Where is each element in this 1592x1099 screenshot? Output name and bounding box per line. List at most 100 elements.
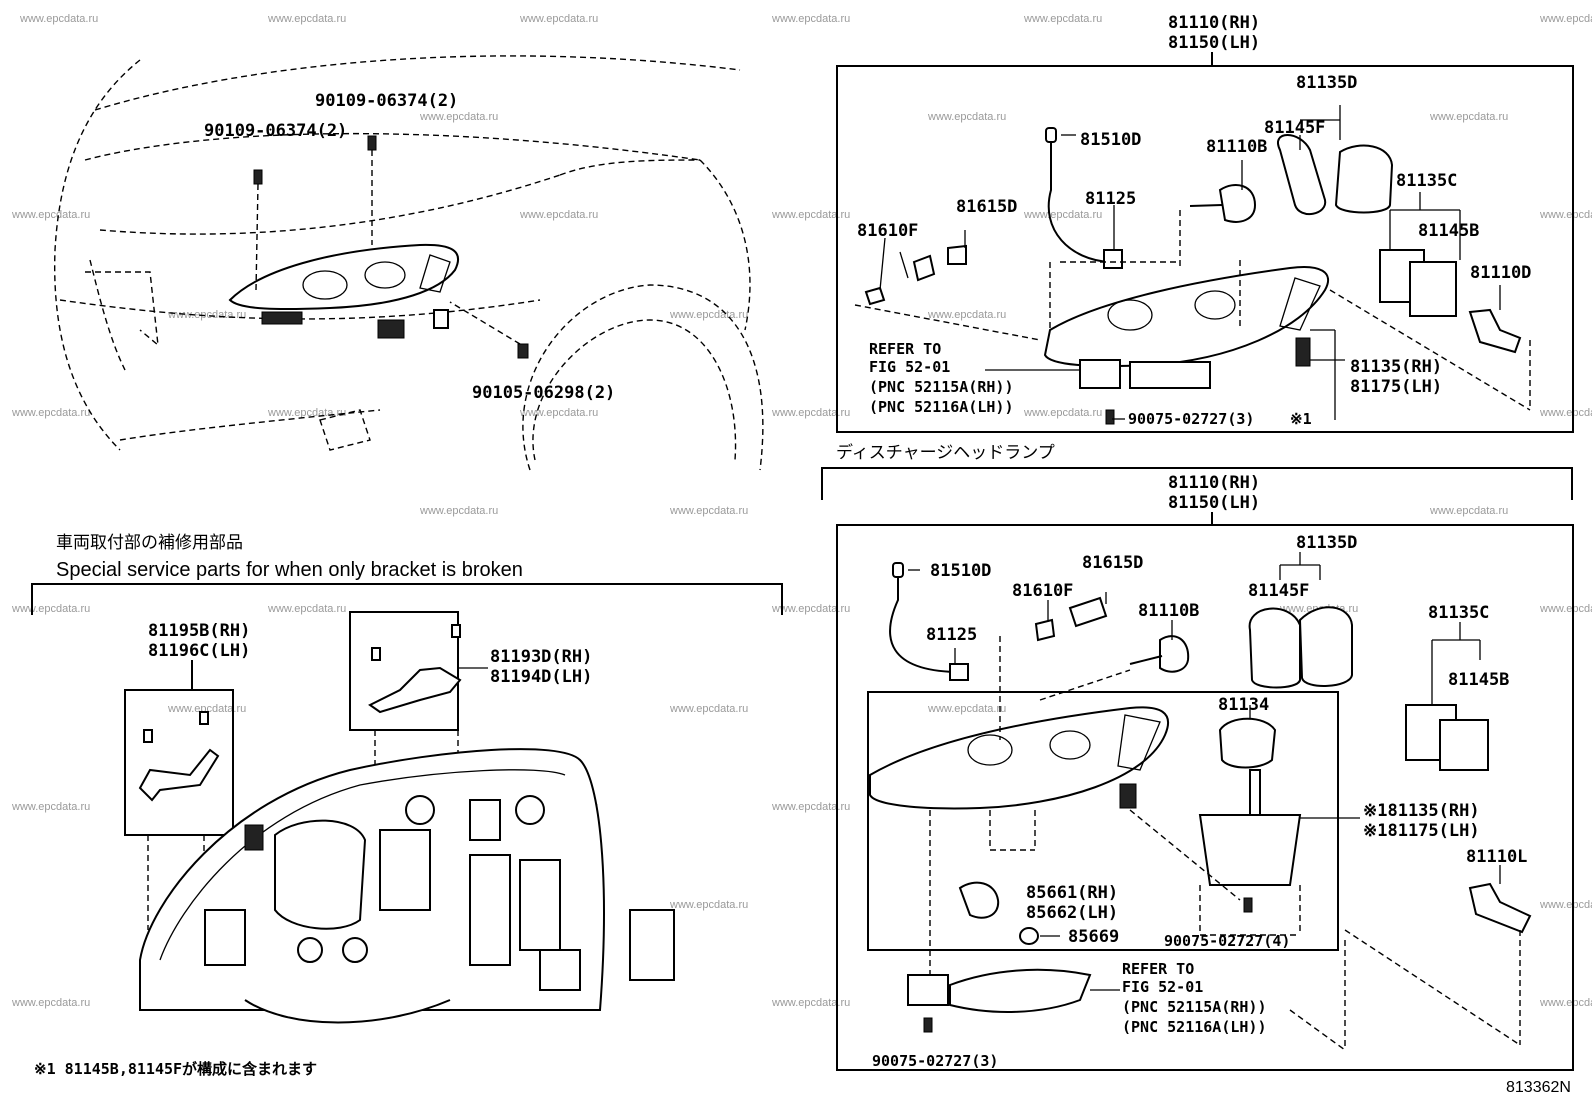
watermark: www.epcdata.ru: [669, 899, 748, 911]
figure-id: 813362N: [1506, 1079, 1571, 1096]
footnote: ※1 81145B,81145Fが構成に含まれます: [34, 1060, 317, 1078]
watermark: www.epcdata.ru: [1539, 407, 1592, 419]
watermark: www.epcdata.ru: [771, 407, 850, 419]
watermark: www.epcdata.ru: [1023, 407, 1102, 419]
refer-note: (PNC 52116A(LH)): [1122, 1018, 1267, 1036]
watermark: www.epcdata.ru: [11, 407, 90, 419]
watermark: www.epcdata.ru: [927, 111, 1006, 123]
callout: 81110D: [1470, 263, 1531, 283]
watermark: www.epcdata.ru: [419, 111, 498, 123]
callout: 81145F: [1248, 581, 1309, 601]
callout: 81194D(LH): [490, 667, 592, 687]
discharge-headlamp-assembly: ディスチャージヘッドランプ 81110(RH) 81150(LH): [821, 442, 1574, 1071]
watermark: www.epcdata.ru: [927, 703, 1006, 715]
assembly-number: 81110(RH): [1168, 473, 1260, 493]
callout: 90075-02727(4): [1164, 932, 1290, 950]
watermark: www.epcdata.ru: [267, 603, 346, 615]
callout: 90105-06298(2): [472, 383, 615, 403]
callout: 81145B: [1448, 670, 1509, 690]
callout: 81615D: [1082, 553, 1143, 573]
watermark: www.epcdata.ru: [1539, 899, 1592, 911]
watermark: www.epcdata.ru: [1023, 13, 1102, 25]
assembly-frame: [836, 65, 1574, 433]
callout: 81125: [1085, 189, 1136, 209]
refer-note: (PNC 52115A(RH)): [1122, 998, 1267, 1016]
watermark: www.epcdata.ru: [1429, 505, 1508, 517]
callout: 81510D: [930, 561, 991, 581]
watermark: www.epcdata.ru: [519, 407, 598, 419]
refer-note: FIG 52-01: [1122, 978, 1203, 996]
callout: 81193D(RH): [490, 647, 592, 667]
callout: 90109-06374(2): [315, 91, 458, 111]
assembly-number: 81150(LH): [1168, 493, 1260, 513]
section-title: ディスチャージヘッドランプ: [836, 442, 1055, 463]
callout: 85662(LH): [1026, 903, 1118, 923]
watermark: www.epcdata.ru: [11, 801, 90, 813]
section-title-jp: 車両取付部の補修用部品: [56, 533, 243, 553]
assembly-frame: [836, 524, 1574, 1071]
vehicle-front-illustration: 90109-06374(2) 90109-06374(2) 90105-0629…: [53, 55, 764, 471]
assembly-number: 81150(LH): [1168, 33, 1260, 53]
watermark: www.epcdata.ru: [11, 209, 90, 221]
bracket-service-parts: 車両取付部の補修用部品 Special service parts for wh…: [31, 533, 783, 1024]
watermark: www.epcdata.ru: [669, 703, 748, 715]
section-title-en: Special service parts for when only brac…: [56, 559, 523, 581]
assembly-number: 81110(RH): [1168, 13, 1260, 33]
watermark: www.epcdata.ru: [1539, 13, 1592, 25]
callout: 81145B: [1418, 221, 1479, 241]
callout: 81615D: [956, 197, 1017, 217]
callout: 81175(LH): [1350, 377, 1442, 397]
watermark: www.epcdata.ru: [1539, 997, 1592, 1009]
watermark: www.epcdata.ru: [1023, 209, 1102, 221]
watermark: www.epcdata.ru: [1429, 111, 1508, 123]
callout: 90075-02727(3): [1128, 410, 1254, 428]
callout: ※1: [1290, 410, 1312, 428]
refer-note: FIG 52-01: [869, 358, 950, 376]
callout: 81195B(RH): [148, 621, 250, 641]
callout: ※181175(LH): [1363, 821, 1480, 841]
refer-note: (PNC 52115A(RH)): [869, 378, 1014, 396]
callout: 81110B: [1206, 137, 1267, 157]
refer-note: REFER TO: [869, 340, 941, 358]
callout: 81145F: [1264, 118, 1325, 138]
callout: 85669: [1068, 927, 1119, 947]
callout: 81110L: [1466, 847, 1527, 867]
refer-note: REFER TO: [1122, 960, 1194, 978]
callout: 81135D: [1296, 73, 1357, 93]
callout: 81134: [1218, 695, 1269, 715]
callout: 90075-02727(3): [872, 1052, 998, 1070]
callout: 81610F: [1012, 581, 1073, 601]
watermark: www.epcdata.ru: [1539, 603, 1592, 615]
callout: 81125: [926, 625, 977, 645]
refer-note: (PNC 52116A(LH)): [869, 398, 1014, 416]
watermark: www.epcdata.ru: [167, 309, 246, 321]
callout: 81196C(LH): [148, 641, 250, 661]
watermark: www.epcdata.ru: [267, 407, 346, 419]
callout: 85661(RH): [1026, 883, 1118, 903]
halogen-headlamp-assembly: 81110(RH) 81150(LH): [836, 13, 1574, 433]
watermark: www.epcdata.ru: [771, 603, 850, 615]
callout: ※181135(RH): [1363, 801, 1480, 821]
watermark: www.epcdata.ru: [11, 603, 90, 615]
watermark: www.epcdata.ru: [419, 505, 498, 517]
watermark: www.epcdata.ru: [519, 209, 598, 221]
callout: 81610F: [857, 221, 918, 241]
bracket-frame: [124, 689, 234, 836]
watermark: www.epcdata.ru: [771, 801, 850, 813]
watermark: www.epcdata.ru: [167, 703, 246, 715]
sub-assembly-frame: [867, 691, 1339, 951]
callout: 81510D: [1080, 130, 1141, 150]
watermark: www.epcdata.ru: [669, 309, 748, 321]
callout: 81110B: [1138, 601, 1199, 621]
callout: 81135C: [1396, 171, 1457, 191]
bracket-frame: [349, 611, 459, 731]
watermark: www.epcdata.ru: [771, 13, 850, 25]
watermark: www.epcdata.ru: [771, 997, 850, 1009]
watermark: www.epcdata.ru: [1539, 209, 1592, 221]
watermark: www.epcdata.ru: [669, 505, 748, 517]
watermark: www.epcdata.ru: [927, 309, 1006, 321]
callout: 81135D: [1296, 533, 1357, 553]
watermark: www.epcdata.ru: [11, 997, 90, 1009]
callout: 81135C: [1428, 603, 1489, 623]
